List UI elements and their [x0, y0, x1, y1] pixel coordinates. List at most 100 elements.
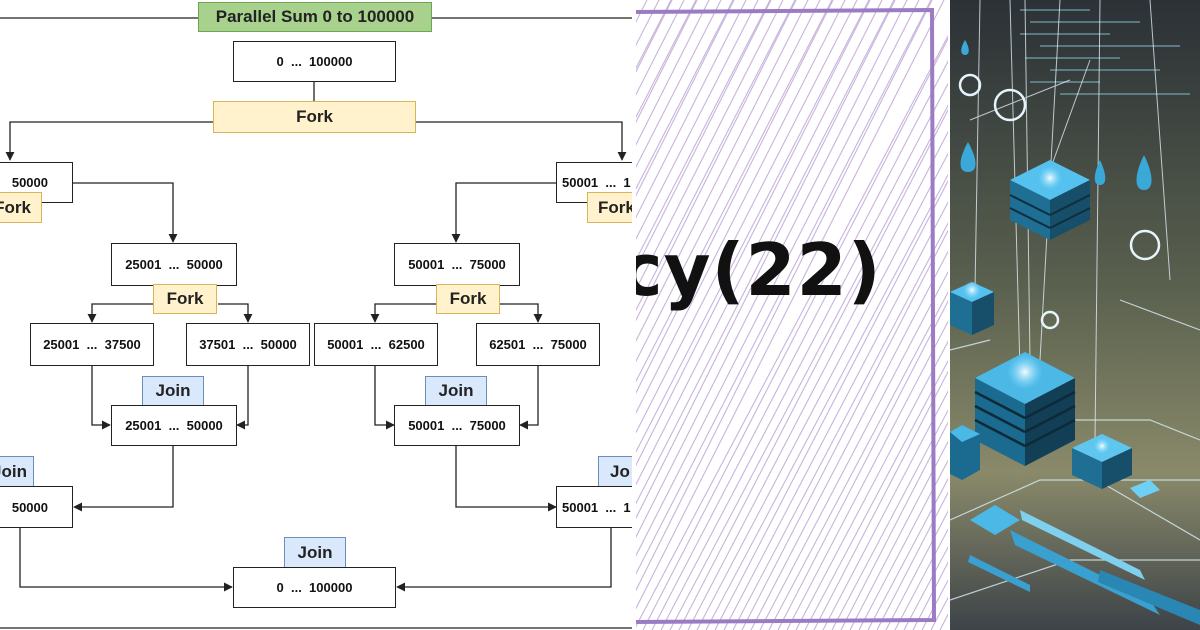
hatch-line: [632, 0, 858, 442]
fork-tag-left-partial: Fork: [0, 192, 42, 223]
node-join-q2: 25001 ... 50000: [111, 405, 237, 446]
hatch-line: [696, 148, 950, 630]
server-left-low: [950, 425, 980, 480]
node-q3: 50001 ... 75000: [394, 243, 520, 286]
hatch-line: [632, 0, 698, 132]
hatch-line: [632, 0, 759, 248]
hatch-line: [632, 0, 796, 320]
node-join-right: 50001 ... 1: [556, 486, 632, 528]
hatch-line: [777, 296, 950, 630]
hatch-line: [632, 0, 945, 618]
hatch-line: [632, 0, 870, 461]
node-final: 0 ... 100000: [233, 567, 396, 608]
hatch-line: [660, 78, 950, 630]
hatch-line: [804, 356, 950, 630]
hatch-line: [632, 0, 871, 475]
hatch-pattern: [632, 0, 950, 630]
hatch-line: [867, 474, 950, 630]
hatch-line: [732, 218, 950, 630]
hatch-line: [632, 0, 908, 547]
server-small: [1072, 434, 1132, 489]
hatch-line: [840, 417, 950, 630]
code-lines: [1020, 9, 1190, 95]
join-tag-q2: Join: [142, 376, 204, 406]
hatch-line: [632, 0, 895, 513]
tech-artwork: [950, 0, 1200, 630]
hatch-line: [632, 0, 883, 494]
hatch-line: [632, 0, 784, 299]
hatch-line: [632, 0, 797, 330]
hatch-line: [632, 0, 734, 198]
diagram-title: Parallel Sum 0 to 100000: [198, 2, 432, 32]
ring-icons: [958, 73, 1161, 330]
hatch-line: [632, 0, 747, 227]
hatch-line: [632, 0, 672, 77]
hatch-line: [795, 336, 950, 630]
hatch-line: [632, 0, 735, 205]
server-stack-top: [1009, 160, 1091, 240]
hatch-line: [632, 0, 685, 104]
hatched-banner: cy(22): [632, 0, 950, 630]
hatch-line: [903, 542, 950, 630]
panel-divider-1: [632, 0, 636, 630]
droplet-icons: [960, 40, 1152, 190]
node-join-left: 50000: [0, 486, 73, 528]
server-stack-main: [974, 352, 1076, 466]
node-leaf-d: 62501 ... 75000: [476, 323, 600, 366]
node-leaf-c: 50001 ... 62500: [314, 323, 438, 366]
hatch-line: [632, 0, 846, 422]
node-join-q3: 50001 ... 75000: [394, 405, 520, 446]
hatch-line: [632, 0, 722, 176]
hatch-line: [632, 0, 933, 600]
join-tag-final: Join: [284, 537, 346, 568]
banner-text: cy(22): [632, 228, 882, 312]
banner-frame: [632, 7, 937, 624]
join-tag-left-partial: Join: [0, 456, 34, 487]
hatch-line: [632, 0, 833, 391]
hatch-line: [633, 30, 950, 630]
circuit-blades: [968, 480, 1200, 625]
hatch-line: [750, 246, 950, 630]
hatch-line: [705, 169, 950, 630]
node-q2: 25001 ... 50000: [111, 243, 237, 286]
hatch-line: [768, 287, 950, 630]
hatch-line: [822, 386, 950, 630]
hatch-line: [759, 267, 950, 630]
hatch-line: [632, 0, 834, 402]
fork-tag-q3: Fork: [436, 284, 500, 314]
fork-tag-root: Fork: [213, 101, 416, 133]
hatch-line: [786, 316, 950, 630]
hatch-line: [642, 33, 950, 630]
hatch-line: [849, 436, 950, 630]
node-leaf-b: 37501 ... 50000: [186, 323, 310, 366]
hatch-line: [723, 197, 950, 630]
hatch-line: [632, 0, 821, 371]
hatch-line: [651, 56, 950, 630]
node-leaf-a: 25001 ... 37500: [30, 323, 154, 366]
hatch-line: [813, 366, 950, 630]
hatch-line: [741, 225, 950, 630]
hatch-line: [885, 506, 950, 630]
hatch-line: [632, 0, 932, 583]
fork-join-diagram: Parallel Sum 0 to 100000 0 ... 100000 Fo…: [0, 0, 632, 630]
hatch-line: [714, 176, 950, 630]
tech-illustration: [950, 0, 1200, 630]
hatch-line: [632, 0, 710, 154]
hatch-line: [632, 0, 697, 127]
hatch-line: [678, 105, 950, 630]
server-stack-left: [950, 281, 994, 335]
join-tag-right-partial: Jo: [598, 456, 632, 487]
fork-tag-q2: Fork: [153, 284, 217, 314]
fork-tag-right-partial: Fork: [587, 192, 632, 223]
diagram-connectors: [0, 17, 632, 629]
hatch-line: [632, 0, 920, 565]
join-tag-q3: Join: [425, 376, 487, 406]
node-root: 0 ... 100000: [233, 41, 396, 82]
hatch-line: [831, 405, 950, 630]
hatch-line: [632, 0, 771, 269]
hatch-line: [687, 127, 950, 630]
hatch-line: [876, 487, 950, 630]
hatch-line: [858, 455, 950, 630]
hatch-line: [632, 0, 772, 278]
hatch-line: [632, 0, 809, 350]
